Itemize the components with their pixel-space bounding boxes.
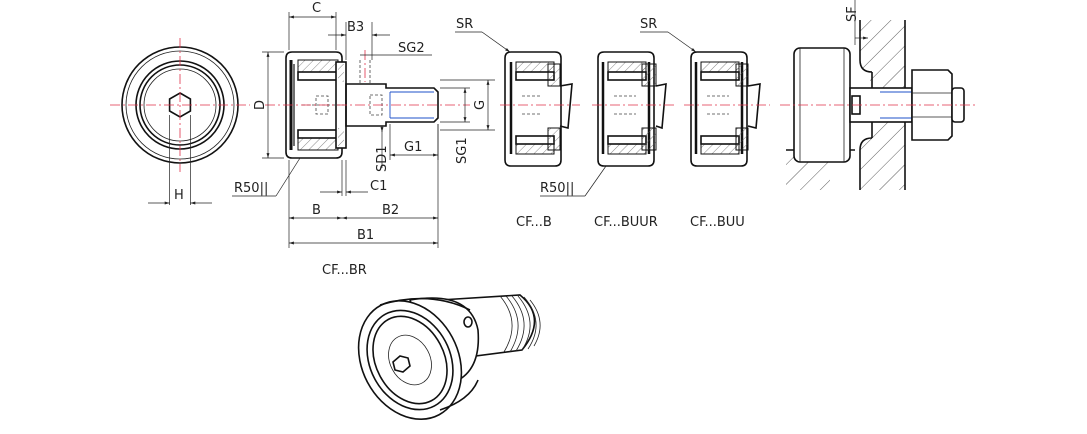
caption-cf-buu: CF...BUU xyxy=(690,215,745,230)
dim-label-r50-right: R50|| xyxy=(540,181,574,196)
isometric-cam-follower xyxy=(357,294,541,420)
dim-label-d: D xyxy=(253,100,268,110)
caption-cf-br: CF...BR xyxy=(322,263,367,278)
dim-label-sg2: SG2 xyxy=(398,41,425,56)
dim-label-b3: B3 xyxy=(347,20,364,35)
dim-label-g: G xyxy=(473,100,488,110)
isometric-hex-socket-icon xyxy=(392,355,411,373)
dim-label-c: C xyxy=(312,1,321,16)
dim-label-b2: B2 xyxy=(382,203,399,218)
dim-label-h: H xyxy=(174,188,184,203)
section-cf-b: SR CF...B xyxy=(455,17,580,230)
mounted-assembly-view: SF xyxy=(780,0,975,190)
front-view-end-face: H xyxy=(110,38,250,205)
section-cf-buu: SR CF...BUU xyxy=(640,17,770,230)
dim-label-sg1: SG1 xyxy=(455,137,470,164)
side-section-cf-br: D C B3 SG2 G SG1 SD1 G1 xyxy=(232,1,495,278)
dim-label-b: B xyxy=(312,203,321,218)
caption-cf-buur: CF...BUUR xyxy=(594,215,658,230)
dim-label-sr-right: SR xyxy=(640,17,657,32)
dim-label-sf: SF xyxy=(845,6,860,22)
caption-cf-b: CF...B xyxy=(516,215,552,230)
dim-label-b1: B1 xyxy=(357,228,374,243)
dim-label-r50-left: R50|| xyxy=(234,181,268,196)
section-cf-buur: R50|| CF...BUUR xyxy=(540,51,676,230)
dim-label-g1: G1 xyxy=(404,140,422,155)
dim-label-sd1: SD1 xyxy=(375,145,390,172)
dim-label-sr-left: SR xyxy=(456,17,473,32)
dim-label-c1: C1 xyxy=(370,179,387,194)
